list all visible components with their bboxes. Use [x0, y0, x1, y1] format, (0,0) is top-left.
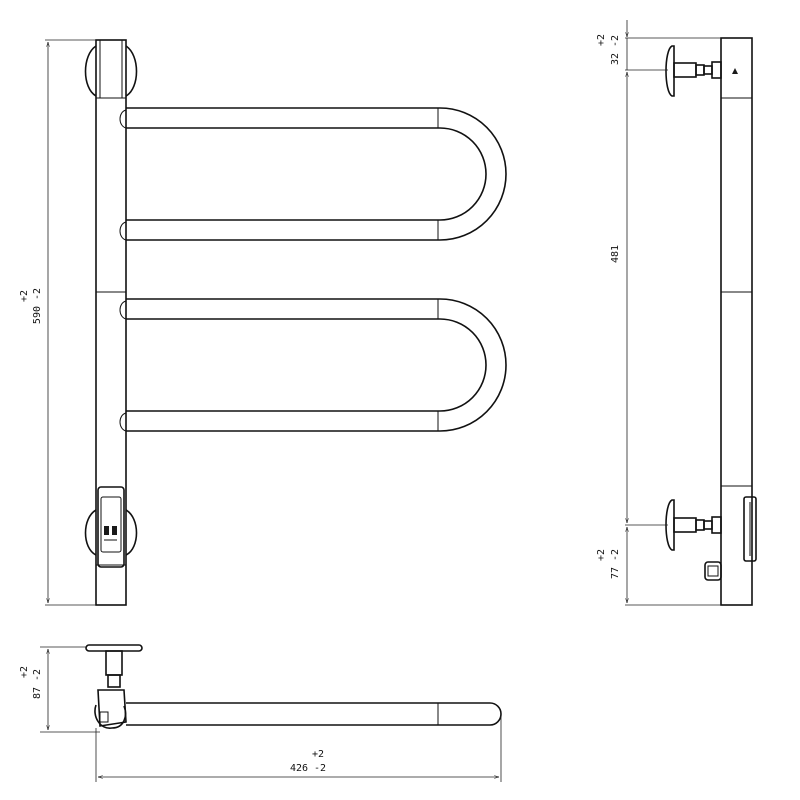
bottom-offset-label: 77 -2 [610, 549, 621, 579]
height-tolerance-upper: +2 [19, 290, 30, 302]
side-control-panel [743, 496, 757, 562]
top-bar [126, 702, 502, 726]
span-label: 481 [610, 245, 621, 263]
side-plug [704, 561, 722, 581]
bottom-tolerance-upper: +2 [596, 549, 607, 561]
top-bracket [84, 40, 138, 98]
top-wall-mount [665, 45, 738, 97]
bottom-bracket [84, 486, 138, 568]
bottom-offset-dimension: +2 77 -2 [596, 527, 627, 603]
front-view: +2 590 -2 [19, 39, 507, 606]
depth-dimension: +2 87 -2 [19, 649, 48, 730]
top-offset-dimension: +2 32 -2 [596, 20, 627, 70]
width-dimension: +2 426 -2 [98, 749, 499, 777]
span-dimension: 481 [610, 72, 627, 523]
front-riser [95, 39, 127, 606]
width-tolerance-upper: +2 [312, 749, 324, 760]
side-view: +2 32 -2 481 +2 77 -2 [596, 20, 757, 606]
bottom-wall-mount [665, 496, 757, 581]
width-label: 426 -2 [290, 763, 326, 774]
control-box [97, 486, 125, 568]
upper-loop [119, 107, 507, 241]
top-offset-label: 32 -2 [610, 35, 621, 65]
wall-flange [85, 644, 143, 652]
depth-tolerance-upper: +2 [19, 666, 30, 678]
side-riser [720, 37, 753, 606]
height-label: 590 -2 [32, 288, 43, 324]
lower-loop [119, 298, 507, 432]
top-tolerance-upper: +2 [596, 34, 607, 46]
top-view: +2 87 -2 +2 426 -2 [19, 644, 502, 782]
depth-label: 87 -2 [32, 669, 43, 699]
height-dimension: +2 590 -2 [19, 39, 96, 606]
